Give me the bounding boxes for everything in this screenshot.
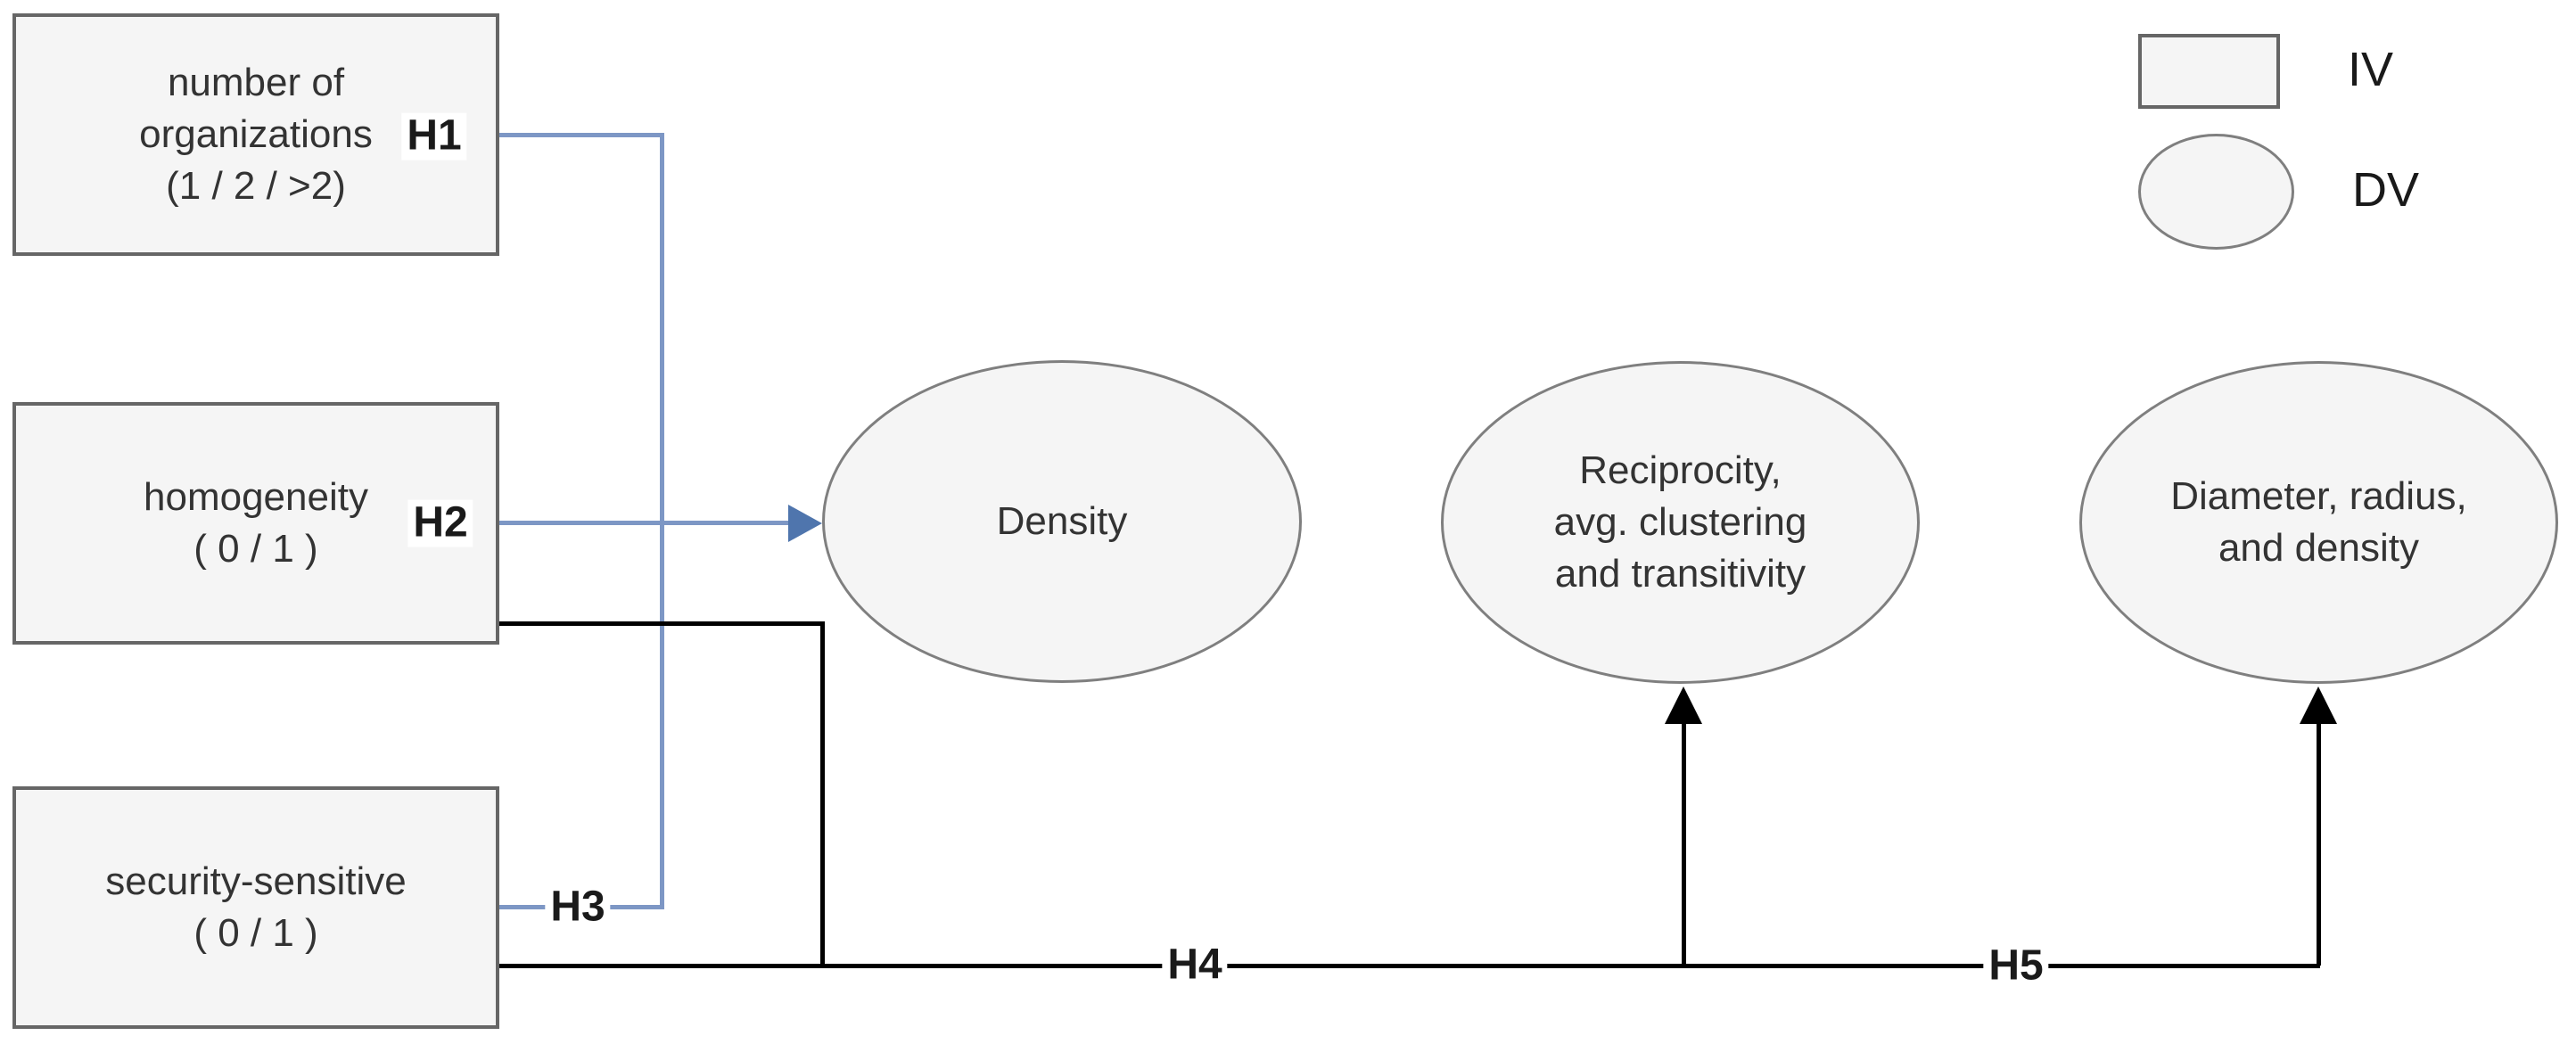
legend-label-iv: IV — [2348, 43, 2394, 96]
dv-ellipse-reciprocity: Reciprocity, avg. clustering and transit… — [1441, 361, 1920, 684]
hypothesis-label-h4: H4 — [1162, 941, 1228, 990]
legend-label-dv: DV — [2352, 163, 2420, 217]
dv-ellipse-reciprocity-label: Reciprocity, avg. clustering and transit… — [1553, 448, 1807, 596]
h1-arrow-segment — [499, 133, 664, 137]
density-arrowhead-icon — [788, 505, 822, 542]
hypothesis-label-h3: H3 — [545, 884, 611, 932]
dv-ellipse-diameter: Diameter, radius, and density — [2079, 361, 2558, 684]
dv-ellipse-diameter-label: Diameter, radius, and density — [2170, 473, 2467, 570]
legend-rectangle-swatch — [2138, 34, 2280, 109]
legend-ellipse-swatch — [2138, 134, 2294, 250]
iv-box-security-sensitive-label: security-sensitive ( 0 / 1 ) — [105, 859, 407, 955]
hypothesis-label-h2: H2 — [407, 499, 473, 547]
iv-box-number-of-organizations-label: number of organizations (1 / 2 / >2) — [139, 60, 373, 209]
homogeneity-out-segment — [499, 621, 825, 626]
homogeneity-down-segment — [820, 621, 825, 968]
iv-box-homogeneity-label: homogeneity ( 0 / 1 ) — [144, 474, 368, 571]
dv-ellipse-density-label: Density — [996, 498, 1128, 543]
hypothesis-label-h5: H5 — [1983, 942, 2049, 991]
h2-arrow-segment — [499, 521, 790, 525]
reciprocity-stem-segment — [1682, 713, 1686, 966]
iv-box-security-sensitive: security-sensitive ( 0 / 1 ) — [12, 786, 499, 1029]
dv-ellipse-density: Density — [822, 360, 1302, 683]
h4-h5-arrow-segment — [499, 964, 2320, 968]
hypothesis-label-h1: H1 — [401, 112, 467, 160]
iv-box-number-of-organizations: number of organizations (1 / 2 / >2) — [12, 13, 499, 256]
diameter-arrowhead-icon — [2300, 686, 2337, 724]
reciprocity-arrowhead-icon — [1665, 686, 1702, 724]
diameter-stem-segment — [2317, 713, 2321, 966]
